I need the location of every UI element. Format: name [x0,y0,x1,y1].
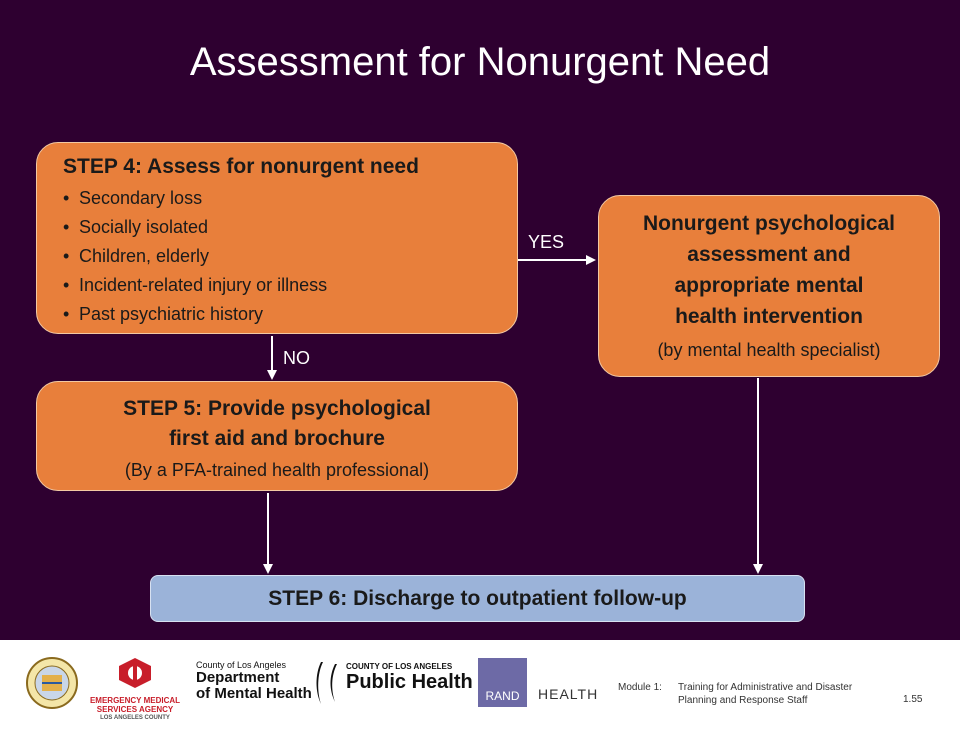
public-health-logo: COUNTY OF LOS ANGELES Public Health [346,662,473,694]
no-label: NO [283,348,310,368]
step5-heading-line: first aid and brochure [169,427,385,450]
step5-heading-line: STEP 5: Provide psychological [123,397,431,420]
ems-text-line: SERVICES AGENCY [96,705,174,714]
nonurgent-heading-line: Nonurgent psychological [642,212,896,235]
la-county-seal-logo [26,657,78,709]
rand-logo: RAND [478,658,527,707]
nonurgent-heading-line: assessment and [687,243,851,266]
nonurgent-heading-line: health intervention [675,305,863,328]
nonurgent-heading-line: appropriate mental [674,274,864,297]
list-item: Socially isolated [63,213,517,242]
module-footer-text: Module 1: Training for Administrative an… [618,681,852,706]
dmh-small-text: County of Los Angeles [196,660,287,670]
module-line: Training for Administrative and Disaster [678,682,853,693]
module-line: Planning and Response Staff [678,695,808,706]
page-number: 1.55 [903,694,923,705]
rand-health-text: HEALTH [538,686,599,702]
flow-arrows [263,255,763,574]
slide-title: Assessment for Nonurgent Need [189,40,771,84]
step4-list: Secondary loss Socially isolated Childre… [63,184,517,329]
nonurgent-subtext: (by mental health specialist) [657,340,881,360]
dmh-text-line: Department [196,669,280,686]
list-item: Past psychiatric history [63,300,517,329]
dmh-logo: County of Los Angeles Department of Ment… [196,660,312,702]
yes-label: YES [528,232,565,252]
step4-box: STEP 4: Assess for nonurgent need Second… [36,142,518,334]
list-item: Children, elderly [63,242,517,271]
list-item: Incident-related injury or illness [63,271,517,300]
dmh-text-line: of Mental Health [196,685,312,702]
step5-box: STEP 5: Provide psychological first aid … [36,381,518,491]
step4-heading: STEP 4: Assess for nonurgent need [63,155,419,178]
list-item: Secondary loss [63,184,517,213]
ems-text-line: LOS ANGELES COUNTY [100,715,170,721]
module-label: Module 1: [618,682,662,693]
step6-box: STEP 6: Discharge to outpatient follow-u… [150,575,805,622]
public-health-faces-icon [316,662,337,704]
ems-agency-logo: EMERGENCY MEDICAL SERVICES AGENCY LOS AN… [88,657,182,723]
star-of-life-icon [119,658,151,688]
ph-big-text: Public Health [346,671,473,693]
step5-subtext: (By a PFA-trained health professional) [124,460,430,480]
ems-text-line: EMERGENCY MEDICAL [89,696,181,705]
nonurgent-assessment-box: Nonurgent psychological assessment and a… [598,195,940,377]
ph-small-text: COUNTY OF LOS ANGELES [346,662,453,671]
